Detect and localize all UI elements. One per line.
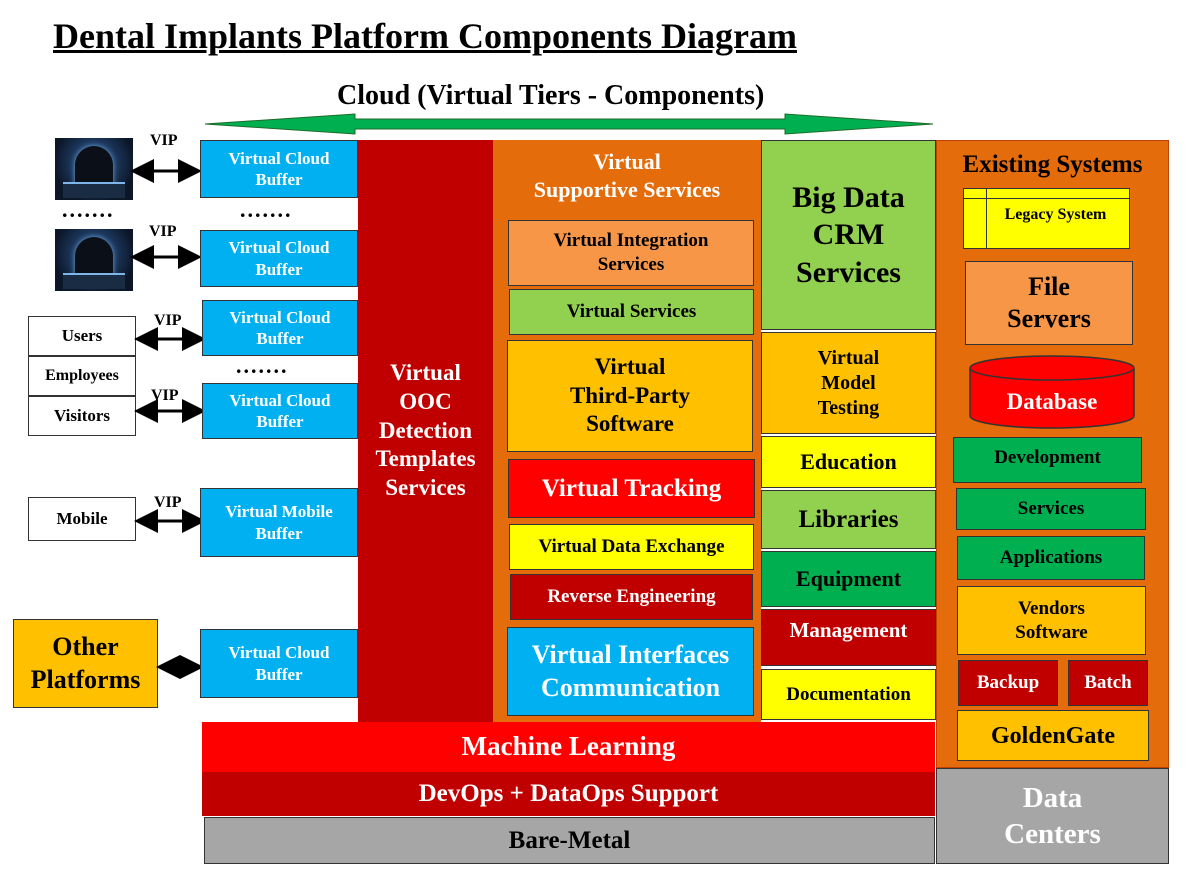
documentation: Documentation	[761, 669, 936, 720]
legacy-system: Legacy System	[963, 188, 1130, 249]
virtual-cloud-buffer-2: Virtual Cloud Buffer	[200, 230, 358, 287]
database-label: Database	[1006, 389, 1098, 414]
vip-label: VIP	[154, 494, 182, 511]
data-centers: Data Centers	[936, 768, 1169, 864]
file-servers: File Servers	[965, 261, 1133, 345]
reverse-engineering: Reverse Engineering	[510, 574, 753, 620]
virtual-cloud-buffer-5: Virtual Cloud Buffer	[200, 629, 358, 698]
client-mobile: Mobile	[28, 497, 136, 541]
existing-systems-header: Existing Systems	[962, 151, 1143, 178]
virtual-tracking: Virtual Tracking	[508, 459, 755, 518]
applications: Applications	[957, 536, 1145, 580]
virtual-services: Virtual Services	[509, 289, 754, 335]
management: Management	[761, 609, 936, 666]
batch: Batch	[1068, 660, 1148, 706]
hacker-image-1	[55, 138, 133, 200]
development: Development	[953, 437, 1142, 483]
vendors-software: Vendors Software	[957, 586, 1146, 655]
libraries: Libraries	[761, 490, 936, 549]
vip-label: VIP	[154, 312, 182, 329]
ellipsis-dots: .......	[62, 197, 115, 222]
big-data-crm-services: Big Data CRM Services	[761, 140, 936, 330]
existing-services: Services	[956, 488, 1146, 530]
bare-metal-layer: Bare-Metal	[204, 817, 935, 864]
ellipsis-dots: .......	[240, 197, 293, 222]
cloud-double-arrow	[205, 113, 934, 135]
machine-learning-layer: Machine Learning	[202, 722, 935, 772]
virtual-third-party-software: Virtual Third-Party Software	[507, 340, 753, 452]
client-users: Users	[28, 316, 136, 356]
database-cylinder	[969, 355, 1135, 429]
devops-dataops-layer: DevOps + DataOps Support	[202, 772, 935, 816]
legacy-system-label: Legacy System	[1004, 206, 1107, 223]
virtual-cloud-buffer-3: Virtual Cloud Buffer	[202, 300, 358, 356]
vip-label: VIP	[150, 132, 178, 149]
hacker-image-2	[55, 229, 133, 291]
virtual-integration-services: Virtual Integration Services	[508, 220, 754, 286]
other-platforms: Other Platforms	[13, 619, 158, 708]
virtual-mobile-buffer: Virtual Mobile Buffer	[200, 488, 358, 557]
goldengate: GoldenGate	[957, 710, 1149, 761]
virtual-interfaces-communication: Virtual Interfaces Communication	[507, 627, 754, 716]
virtual-model-testing: Virtual Model Testing	[761, 332, 936, 434]
supportive-services-header: Virtual Supportive Services	[533, 149, 721, 202]
client-employees: Employees	[28, 356, 136, 396]
vip-label: VIP	[149, 223, 177, 240]
backup: Backup	[958, 660, 1058, 706]
cloud-label: Cloud (Virtual Tiers - Components)	[337, 80, 765, 111]
client-visitors: Visitors	[28, 396, 136, 436]
virtual-cloud-buffer-1: Virtual Cloud Buffer	[200, 140, 358, 198]
vip-arrows	[130, 159, 206, 679]
virtual-cloud-buffer-4: Virtual Cloud Buffer	[202, 383, 358, 439]
ooc-detection-services: Virtual OOC Detection Templates Services	[358, 140, 493, 722]
diagram-title: Dental Implants Platform Components Diag…	[53, 16, 797, 56]
equipment: Equipment	[761, 551, 936, 607]
education: Education	[761, 436, 936, 488]
virtual-data-exchange: Virtual Data Exchange	[509, 524, 754, 570]
ellipsis-dots: .......	[236, 353, 289, 378]
